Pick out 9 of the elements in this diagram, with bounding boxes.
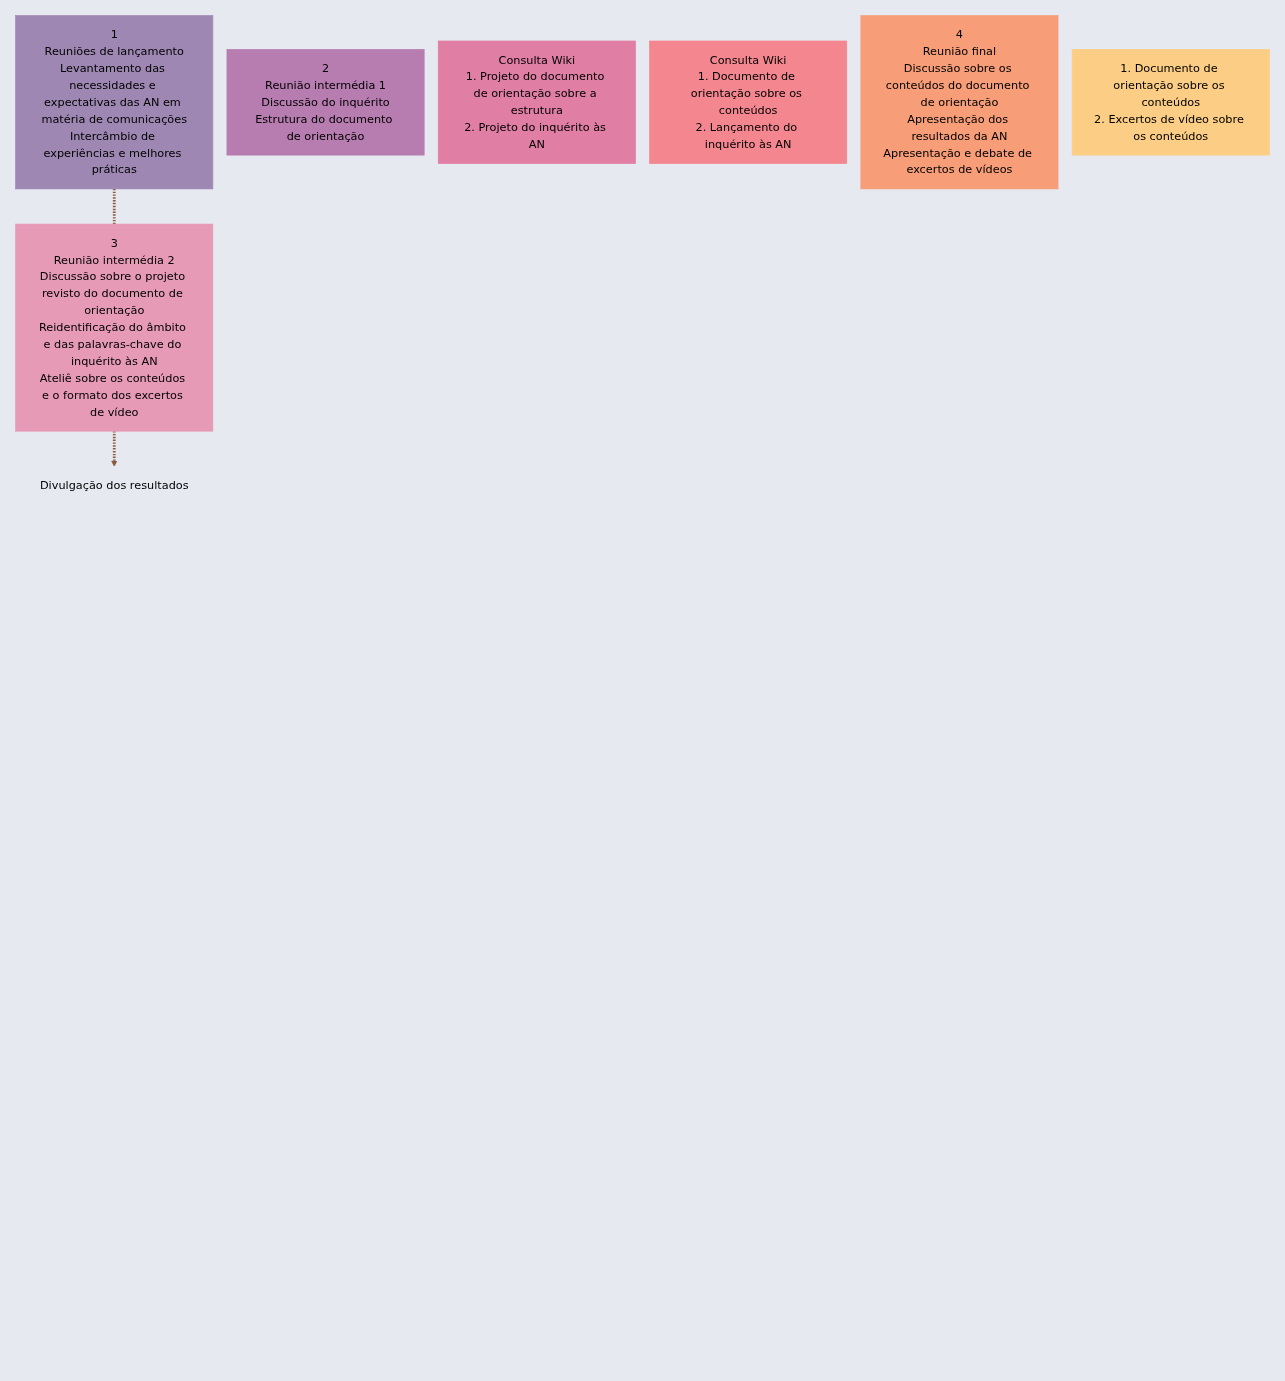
node-box: 3 Reunião intermédia 2 Discussão sobre o projeto revisto do documento de orientação Reidentificação do âmbito e das palavras-chave do inquérito às AN Ateliê sobre os conteúdos e o formato dos excertos de vídeo [15, 223, 214, 432]
node-box: 1 Reuniões de lançamento Levantamento das necessidades e expectativas das AN em matéria de comunicações Intercâmbio de experiências e melhores práticas [15, 15, 214, 190]
arrow [111, 431, 118, 467]
node-box: Consulta Wiki 1. Documento de orientação sobre os conteúdos 2. Lançamento do inquérito às AN [649, 40, 848, 164]
node-text: Divulgação dos resultados [39, 478, 189, 492]
node-box: 4 Reunião final Discussão sobre os conteúdos do documento de orientação Apresentação dos resultados da AN Apresentação e debate de excertos de vídeos [860, 15, 1059, 190]
node-box: 2 Reunião intermédia 1 Discussão do inquérito Estrutura do documento de orientação [226, 49, 425, 156]
node-box: Consulta Wiki 1. Projeto do documento de orientação sobre a estrutura 2. Projeto do inquérito às AN [437, 40, 636, 164]
node-box: 1. Documento de orientação sobre os conteúdos 2. Excertos de vídeo sobre os conteúdos [1071, 49, 1270, 156]
